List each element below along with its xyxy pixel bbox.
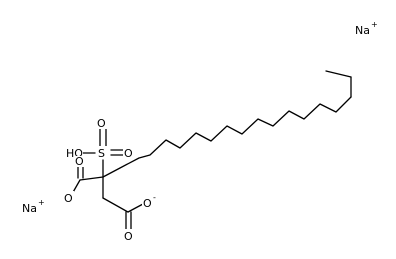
alkyl-chain — [102, 96, 352, 178]
sodium-ion-left: Na — [22, 202, 37, 215]
ch2-coo-bond — [102, 197, 129, 213]
sulfonyl-oxygen-right: O — [124, 147, 133, 160]
atom-layer: S O O HO O O O - O Na + Na + — [22, 20, 378, 243]
carboxylate-oxygen-double: O — [124, 230, 133, 243]
coo-o-minus-bond — [127, 203, 144, 213]
terminal-methyl-bond-2 — [325, 70, 352, 78]
carboxylate-oxygen-minus: O — [143, 197, 152, 210]
c-cooh-bond — [79, 176, 104, 181]
sodium-ion-top-right-charge: + — [371, 20, 378, 29]
sodium-ion-top-right: Na — [355, 24, 370, 37]
sulfonyl-oxygen-upper: O — [97, 117, 106, 130]
sulfur-atom: S — [98, 147, 105, 160]
bond-layer — [71, 70, 352, 231]
carboxylate-charge: - — [153, 193, 156, 202]
sodium-ion-left-charge: + — [38, 198, 45, 207]
carboxyl-oxygen-double: O — [75, 155, 84, 168]
carboxyl-oxygen-hydroxyl: O — [64, 192, 73, 205]
